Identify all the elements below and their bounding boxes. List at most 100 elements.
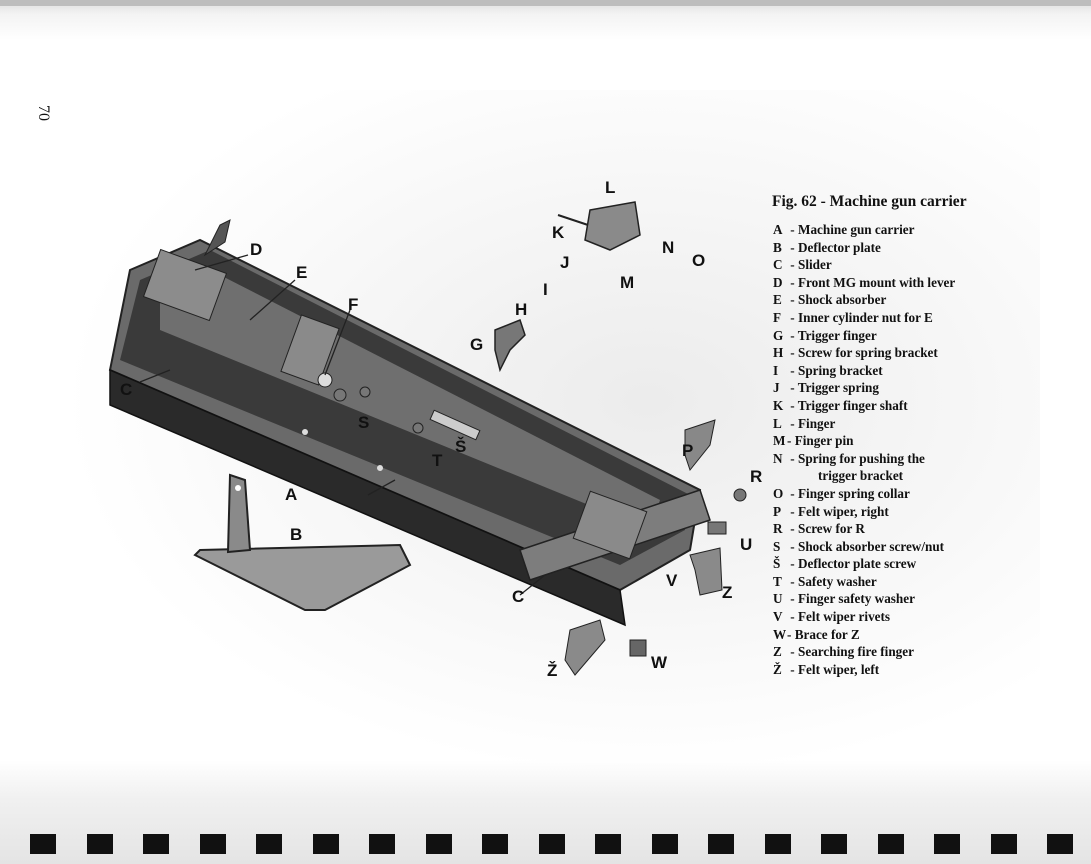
legend-item: G - Trigger finger (773, 327, 988, 345)
legend-item: O - Finger spring collar (773, 485, 988, 503)
legend-key: F (773, 309, 782, 325)
legend-text: Felt wiper, left (798, 661, 880, 677)
legend-separator: - (787, 485, 798, 501)
legend-separator: - (787, 274, 798, 290)
part-label: E (296, 263, 307, 282)
legend-key: I (773, 362, 779, 378)
binding-hole (990, 834, 1017, 854)
legend-item: K - Trigger finger shaft (773, 397, 988, 415)
legend-separator: - (787, 380, 798, 396)
legend-key: H (773, 345, 784, 361)
part-label: Ž (547, 661, 557, 680)
binding-hole (538, 834, 565, 854)
page-number: 70 (35, 105, 52, 121)
legend-text: Spring for pushing the (798, 450, 925, 466)
legend-item: P - Felt wiper, right (773, 503, 988, 521)
part-label: T (432, 451, 443, 470)
legend-key: M (773, 433, 786, 449)
legend-text: Finger safety washer (798, 591, 915, 607)
legend-item: M- Finger pin (773, 432, 988, 450)
legend-key: R (773, 521, 783, 537)
part-label: F (348, 295, 358, 314)
binding-hole (821, 834, 847, 854)
legend-text: Deflector plate (798, 239, 881, 255)
legend-item: B - Deflector plate (773, 239, 988, 257)
legend-text: Safety washer (798, 573, 877, 589)
legend-text: Deflector plate screw (798, 556, 917, 572)
legend-item: T - Safety washer (773, 573, 988, 591)
trigger-finger (494, 319, 526, 373)
legend-item: F - Inner cylinder nut for E (773, 309, 988, 327)
legend-key: E (773, 292, 782, 308)
part-label: J (560, 253, 569, 272)
legend-text: Shock absorber screw/nut (798, 538, 945, 554)
carrier-frame (108, 238, 711, 627)
legend-separator: - (787, 257, 798, 273)
legend-text: Trigger finger shaft (797, 397, 908, 413)
part-label: D (250, 240, 262, 259)
legend-item: R - Screw for R (773, 520, 988, 538)
part-label: C (512, 587, 524, 606)
legend-key: U (773, 591, 783, 607)
part-label: W (651, 653, 668, 672)
legend-item: U - Finger safety washer (773, 590, 988, 608)
binding-hole (877, 834, 904, 854)
part-label: M (620, 273, 634, 292)
legend-item: D - Front MG mount with lever (773, 274, 988, 292)
part-label: S (358, 413, 369, 432)
legend-text: Brace for Z (794, 626, 860, 642)
part-label: O (692, 251, 705, 270)
legend-text: Screw for spring bracket (798, 345, 938, 361)
binding-hole (651, 834, 678, 854)
binding-hole (256, 834, 282, 854)
legend-separator: - (787, 239, 798, 255)
legend-separator: - (787, 521, 798, 537)
deflector-plate (193, 473, 412, 611)
legend-separator: - (787, 556, 798, 572)
legend-text: Screw for R (798, 521, 865, 537)
legend-text: Trigger finger (797, 327, 877, 343)
binding-hole (86, 834, 113, 854)
legend-text: Slider (798, 257, 832, 273)
legend-separator: - (787, 397, 798, 413)
legend-key: Z (773, 644, 782, 660)
binding-hole (143, 834, 169, 854)
legend-key: O (773, 485, 784, 501)
legend-key: D (773, 274, 783, 290)
mount-lever (203, 219, 231, 257)
legend-text: Searching fire finger (798, 644, 914, 660)
binding-hole (764, 834, 791, 854)
page-top-edge (0, 0, 1091, 6)
deflector-plate-screw (359, 386, 371, 398)
legend-item: J - Trigger spring (773, 379, 988, 397)
part-label: B (290, 525, 302, 544)
legend-separator: - (787, 362, 798, 378)
safety-washer (412, 422, 424, 434)
legend-separator: - (787, 573, 798, 589)
legend-separator: - (787, 661, 798, 677)
part-label: G (470, 335, 483, 354)
legend-key: A (773, 222, 783, 237)
binding-hole (482, 834, 508, 854)
legend-item: H - Screw for spring bracket (773, 344, 988, 362)
legend-item: E - Shock absorber (773, 291, 988, 309)
legend-text: Front MG mount with lever (798, 274, 956, 290)
legend-separator: - (787, 433, 795, 449)
part-label: Z (722, 583, 732, 602)
legend-separator: - (787, 415, 798, 431)
legend-text-continued: trigger bracket (818, 468, 904, 484)
legend-item: Ž - Felt wiper, left (773, 661, 988, 679)
legend-text: Felt wiper, right (798, 503, 889, 519)
legend-text: Trigger spring (797, 380, 879, 396)
leader-lines (139, 254, 546, 596)
figure-caption: Fig. 62 - Machine gun carrier (772, 193, 967, 210)
legend-separator: - (787, 503, 798, 519)
part-label: A (285, 485, 297, 504)
legend-key: L (773, 415, 782, 431)
felt-wiper-right (684, 419, 716, 472)
legend-item: I - Spring bracket (773, 362, 988, 380)
legend-key: W (773, 626, 787, 642)
legend-key: Š (773, 556, 781, 572)
legend-item: Š - Deflector plate screw (773, 555, 988, 573)
